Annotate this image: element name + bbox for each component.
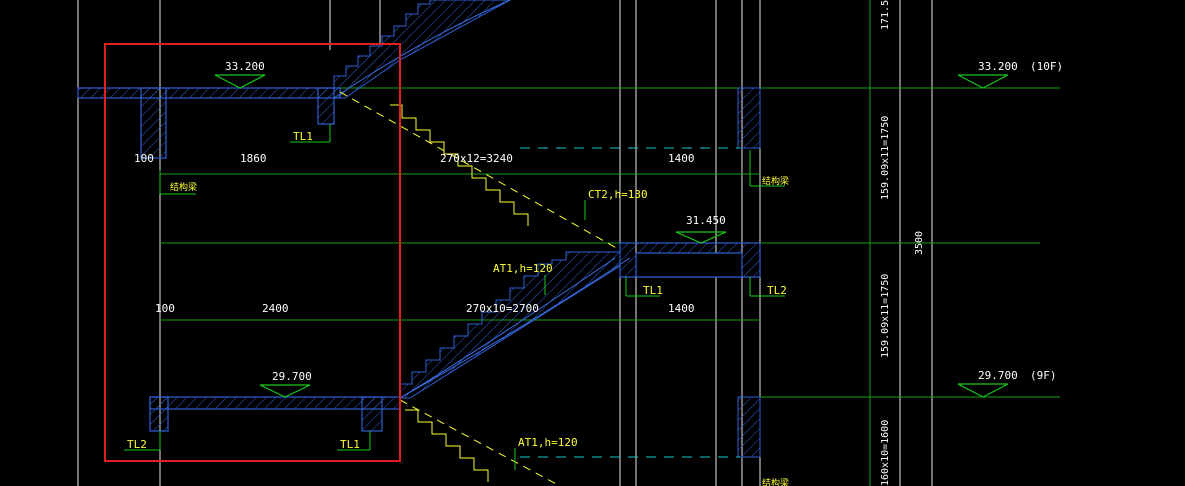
dim-v-top-partial: 171.5	[880, 0, 891, 30]
label-tl2-mid: TL2	[767, 284, 787, 297]
vertical-dimension-lines	[864, 0, 876, 486]
label-tl1-top: TL1	[293, 130, 313, 143]
label-ct2: CT2,h=130	[588, 188, 648, 201]
dim-top-1400: 1400	[668, 152, 695, 165]
label-at1-bottom: AT1,h=120	[518, 436, 578, 449]
dim-top-100: 100	[134, 152, 154, 165]
selection-box[interactable]	[104, 43, 401, 462]
dim-top-steps: 270x12=3240	[440, 152, 513, 165]
dim-v-total: 3500	[914, 231, 925, 255]
bottom-landing-slab	[149, 396, 401, 432]
label-beam-bottom: 结构梁	[762, 477, 789, 486]
leader-lines	[124, 124, 785, 470]
dashed-beam-lines	[520, 147, 740, 458]
elev-top-left: 33.200	[225, 60, 265, 73]
dim-v-bottom-step: 160x10=1600	[880, 420, 891, 486]
label-tl1-bottom: TL1	[340, 438, 360, 451]
floor-label-9f: (9F)	[1030, 369, 1057, 382]
elev-mid: 31.450	[686, 214, 726, 227]
label-at1-mid: AT1,h=120	[493, 262, 553, 275]
elev-bottom-left: 29.700	[272, 370, 312, 383]
dim-v-lower-step: 159.09x11=1750	[880, 274, 891, 358]
dim-bot-100: 100	[155, 302, 175, 315]
elev-bottom-right: 29.700	[978, 369, 1018, 382]
top-landing-slab	[77, 87, 341, 159]
lower-flight	[399, 251, 621, 399]
floor-label-10f: (10F)	[1030, 60, 1063, 73]
label-beam-left: 结构梁	[170, 181, 197, 193]
elevation-symbols	[214, 74, 1009, 398]
elev-top-right: 33.200	[978, 60, 1018, 73]
dim-v-upper-step: 159.09x11=1750	[880, 116, 891, 200]
mid-landing	[619, 242, 761, 278]
top-flight	[333, 0, 511, 99]
right-walls	[737, 87, 761, 458]
label-beam-right: 结构梁	[762, 175, 789, 187]
dim-bot-steps: 270x10=2700	[466, 302, 539, 315]
dim-top-1860: 1860	[240, 152, 267, 165]
label-tl1-mid: TL1	[643, 284, 663, 297]
dim-bot-2400: 2400	[262, 302, 289, 315]
dim-bot-1400: 1400	[668, 302, 695, 315]
yellow-flight-lines	[339, 91, 621, 486]
label-tl2-bottom: TL2	[127, 438, 147, 451]
